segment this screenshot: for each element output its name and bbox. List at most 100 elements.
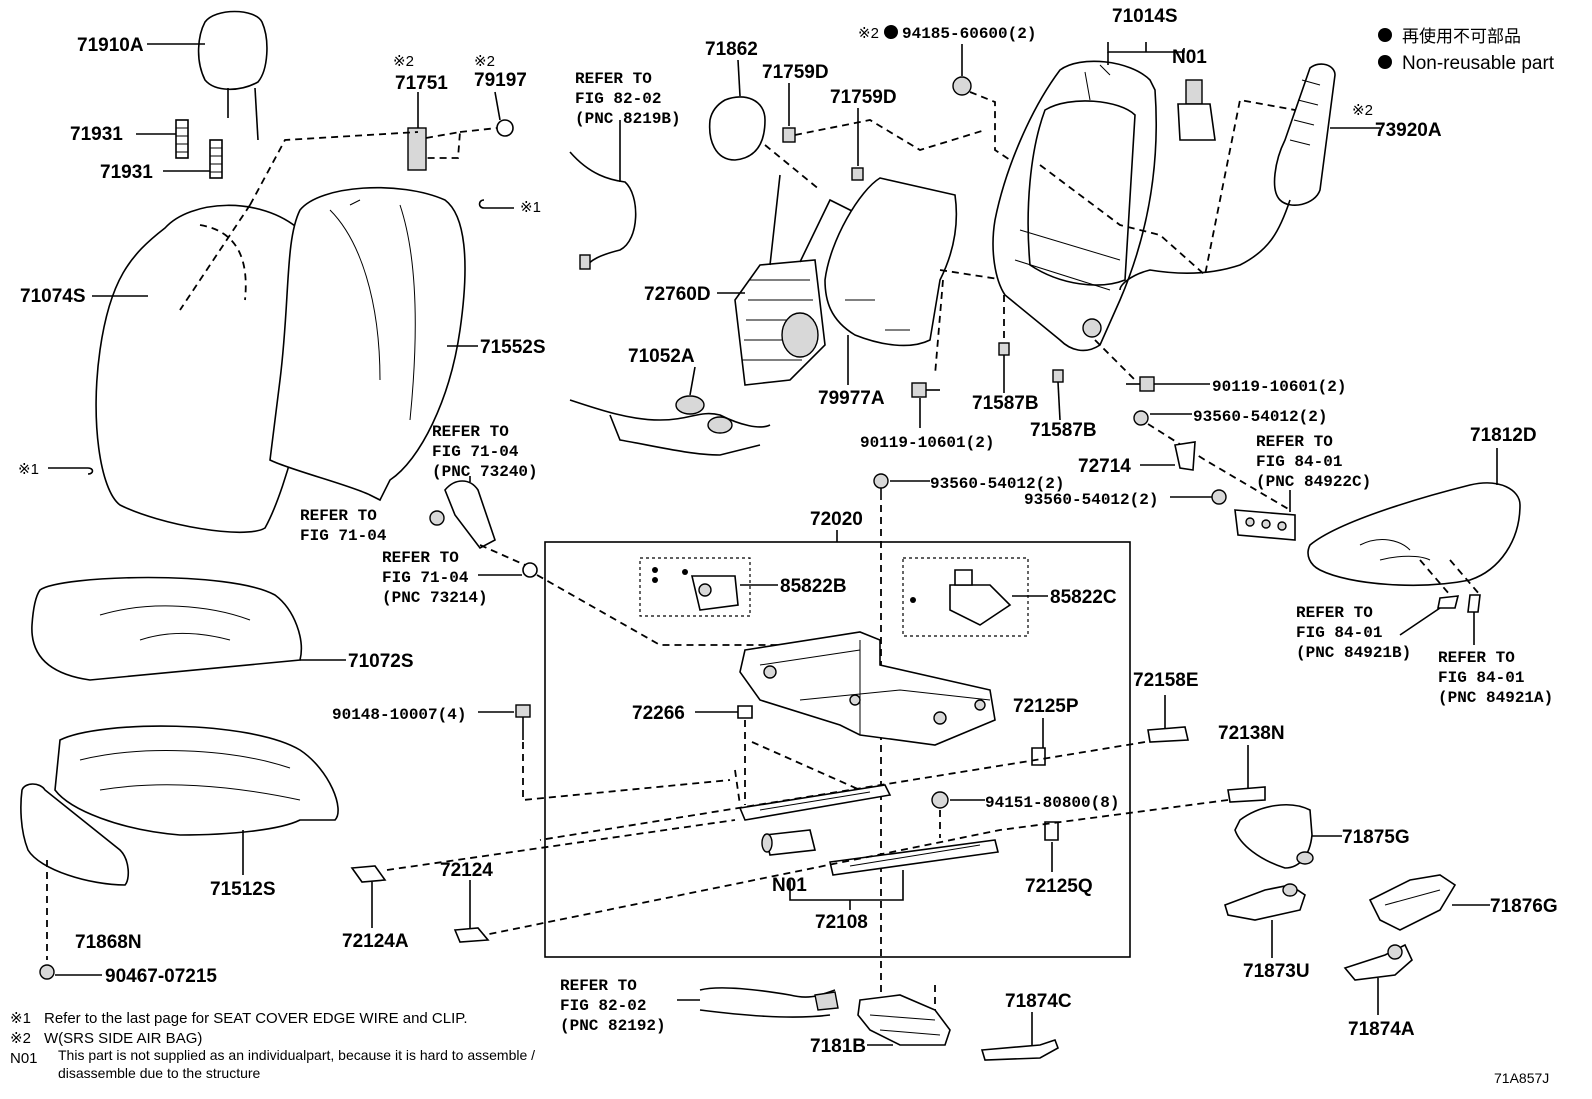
clip-part [998, 342, 1064, 421]
part-label-72125P: 72125P [1013, 696, 1079, 717]
part-label-72266: 72266 [632, 703, 685, 724]
mark-2: ※2 [393, 53, 414, 70]
seat-bottom-cover-part [857, 985, 951, 1046]
ref-line: (PNC 84921A) [1438, 689, 1553, 707]
bolt-part [873, 473, 889, 489]
part-label-72124: 72124 [440, 860, 493, 881]
ref-line: FIG 82-02 [575, 90, 661, 108]
part-label-85822B: 85822B [780, 576, 847, 597]
legend-dot-icon [1378, 28, 1392, 42]
ref-line: FIG 71-04 [382, 569, 469, 587]
clip-part [737, 705, 753, 719]
mark-2: ※2 [474, 53, 495, 70]
part-label-71876G: 71876G [1490, 896, 1558, 917]
part-label-71759D: 71759D [762, 62, 829, 83]
part-label-71875G: 71875G [1342, 827, 1410, 848]
part-label-71874A: 71874A [1348, 1019, 1415, 1040]
nut-part [782, 83, 864, 181]
ref-fig-71-04: REFER TO FIG 71-04 [300, 507, 387, 545]
part-label-71868N: 71868N [75, 932, 142, 953]
footnote-text: W(SRS SIDE AIR BAG) [44, 1030, 202, 1047]
ref-fig-82-02-82192: REFER TO FIG 82-02 (PNC 82192) [560, 977, 666, 1035]
part-label-71014S: 71014S [1112, 6, 1178, 27]
footnote-text: Refer to the last page for SEAT COVER ED… [44, 1010, 468, 1027]
nut-part [952, 76, 972, 96]
part-label-72020: 72020 [810, 509, 863, 530]
motor-inset-box [639, 557, 751, 617]
ref-line: (PNC 82192) [560, 1017, 666, 1035]
ref-fig-71-04-73214: REFER TO FIG 71-04 (PNC 73214) [382, 549, 488, 607]
headrest-guide-part [136, 119, 223, 179]
bolt-part [911, 376, 1210, 428]
part-label-71931: 71931 [70, 124, 123, 145]
mark-1: ※1 [520, 199, 541, 216]
knob-part [429, 510, 445, 526]
mark-2: ※2 [858, 25, 879, 42]
seat-harness-part [569, 366, 771, 456]
part-label-79977A: 79977A [818, 388, 885, 409]
nut-part [931, 791, 949, 809]
part-label-90119-10601: 90119-10601(2) [1212, 378, 1346, 396]
washer-part [522, 562, 538, 578]
part-label-71874C: 71874C [1005, 991, 1072, 1012]
part-label-7181B: 7181B [810, 1036, 866, 1057]
seat-cushion-cover-part [31, 576, 346, 681]
part-label-71873U: 71873U [1243, 961, 1310, 982]
bolt-part [1211, 489, 1227, 505]
back-board-part [824, 177, 958, 385]
switch-part [1234, 490, 1296, 541]
legend-dot-icon [1378, 55, 1392, 69]
ref-fig-84-01-84921B: REFER TO FIG 84-01 (PNC 84921B) [1296, 604, 1411, 662]
part-label-72138N: 72138N [1218, 723, 1285, 744]
seat-frame-part [739, 631, 996, 746]
part-label-N01: N01 [1172, 47, 1207, 68]
trim-cover-part [980, 1012, 1059, 1061]
ref-line: REFER TO [1296, 604, 1373, 622]
part-label-71552S: 71552S [480, 337, 546, 358]
diagram-id: 71A857J [1494, 1070, 1549, 1086]
part-label-93560-54012: 93560-54012(2) [1193, 408, 1327, 426]
part-label-85822C: 85822C [1050, 587, 1117, 608]
mark-1: ※1 [18, 461, 39, 478]
non-reusable-dot-icon [884, 25, 898, 39]
ref-line: REFER TO [1438, 649, 1515, 667]
part-label-72760D: 72760D [644, 284, 711, 305]
part-label-72158E: 72158E [1133, 670, 1199, 691]
trim-cover-part [1224, 883, 1306, 958]
front-trim-part [20, 783, 130, 980]
part-label-72124A: 72124A [342, 931, 409, 952]
ref-line: REFER TO [432, 423, 509, 441]
part-label-71759D: 71759D [830, 87, 897, 108]
lever-part [444, 480, 496, 550]
cover-part [350, 865, 387, 883]
part-label-90467-07215: 90467-07215 [105, 966, 217, 987]
trim-cover-part [1368, 874, 1490, 931]
ref-fig-71-04-73240: REFER TO FIG 71-04 (PNC 73240) [432, 423, 538, 481]
clip-part [1031, 747, 1046, 766]
floor-harness-part [677, 987, 839, 1018]
side-shield-part [1307, 448, 1521, 586]
cover-part [1147, 726, 1189, 743]
part-label-71074S: 71074S [20, 286, 86, 307]
motor-part [652, 567, 778, 611]
part-label-71587B: 71587B [1030, 420, 1097, 441]
part-label-71751: 71751 [395, 73, 448, 94]
part-label-71587B: 71587B [972, 393, 1039, 414]
wire-harness-part [569, 120, 637, 270]
part-label-90148-10007: 90148-10007(4) [332, 706, 466, 724]
part-label-90119-10601: 90119-10601(2) [860, 434, 994, 452]
motor-inset-box [902, 557, 1029, 637]
headrest-part [147, 10, 268, 141]
ref-line: (PNC 73214) [382, 589, 488, 607]
ref-line: REFER TO [300, 507, 377, 525]
ref-line: FIG 82-02 [560, 997, 646, 1015]
cover-part [1227, 786, 1266, 803]
lumbar-support-part [717, 174, 861, 386]
footnotes: ※1 Refer to the last page for SEAT COVER… [10, 1010, 535, 1081]
legend-en-label: Non-reusable part [1402, 53, 1555, 74]
ref-line: REFER TO [575, 70, 652, 88]
seatback-pad-part [269, 186, 478, 502]
part-label-71052A: 71052A [628, 346, 695, 367]
